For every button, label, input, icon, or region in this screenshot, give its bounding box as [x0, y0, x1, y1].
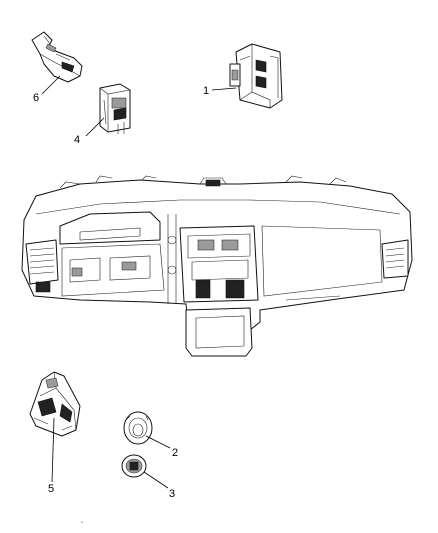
- callout-6: 6: [33, 92, 39, 104]
- footer-dot: [81, 521, 83, 523]
- part-2-grommet: [123, 411, 153, 445]
- part-4-rocker-switch: [99, 83, 131, 134]
- leader-1: [211, 87, 237, 91]
- callout-4: 4: [74, 134, 80, 146]
- part-1-switch-bank: [229, 43, 283, 109]
- leader-5: [51, 417, 55, 483]
- leader-2: [145, 435, 171, 449]
- part-5-switch-module: [29, 371, 81, 437]
- leader-4: [85, 117, 105, 137]
- part-6-switch: [31, 31, 83, 83]
- leader-3: [143, 471, 169, 489]
- callout-2: 2: [172, 447, 178, 459]
- leader-6: [41, 75, 61, 95]
- callout-1: 1: [203, 85, 209, 97]
- part-3-round-switch: [121, 454, 147, 478]
- callout-5: 5: [48, 483, 54, 495]
- callout-3: 3: [169, 488, 175, 500]
- instrument-panel: [21, 175, 413, 357]
